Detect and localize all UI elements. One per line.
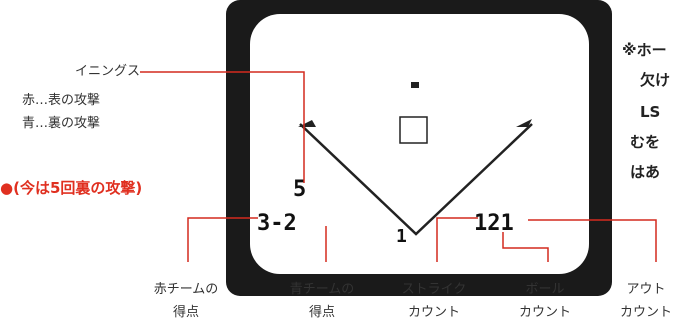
foul-lines xyxy=(299,123,533,236)
tv-screen xyxy=(250,14,589,274)
leader-red-score xyxy=(187,217,258,262)
side-note-line-2: 欠け xyxy=(640,71,671,89)
leader-innings xyxy=(140,71,305,183)
leader-lines xyxy=(140,71,657,262)
score-display: 3-2 xyxy=(257,211,297,236)
label-ball-2: カウント xyxy=(518,305,571,320)
label-red-score-1: 赤チームの xyxy=(153,282,219,297)
side-note-line-1: ※ホー xyxy=(622,41,667,59)
label-red-top: 赤…表の攻撃 xyxy=(22,93,101,108)
leader-out xyxy=(528,219,657,262)
label-blue-score-1: 青チームの xyxy=(289,282,355,297)
side-note-line-3: LS xyxy=(640,103,661,121)
label-innings: イニングス xyxy=(74,64,140,79)
second-base xyxy=(399,116,428,144)
side-note-line-5: はあ xyxy=(630,163,661,181)
label-strike-1: ストライク xyxy=(401,282,467,297)
third-base-marker xyxy=(298,120,316,127)
first-base-marker xyxy=(516,119,532,127)
label-out-2: カウント xyxy=(619,305,672,320)
label-blue-score-2: 得点 xyxy=(308,305,335,320)
label-ball-1: ボール xyxy=(525,282,565,297)
label-blue-bottom: 青…裏の攻撃 xyxy=(22,116,101,131)
inning-digit: 5 xyxy=(293,177,306,202)
label-strike-2: カウント xyxy=(407,305,460,320)
pitcher-marker xyxy=(411,82,419,88)
leader-strike xyxy=(436,217,478,262)
count-display: 121 xyxy=(474,211,514,236)
leader-ball xyxy=(502,232,549,262)
label-red-score-2: 得点 xyxy=(172,305,199,320)
side-note-line-4: むを xyxy=(630,133,661,151)
batter-indicator: 1 xyxy=(396,226,407,247)
label-out-1: アウト xyxy=(626,282,666,297)
current-inning-note: ●(今は5回裏の攻撃) xyxy=(0,179,143,197)
